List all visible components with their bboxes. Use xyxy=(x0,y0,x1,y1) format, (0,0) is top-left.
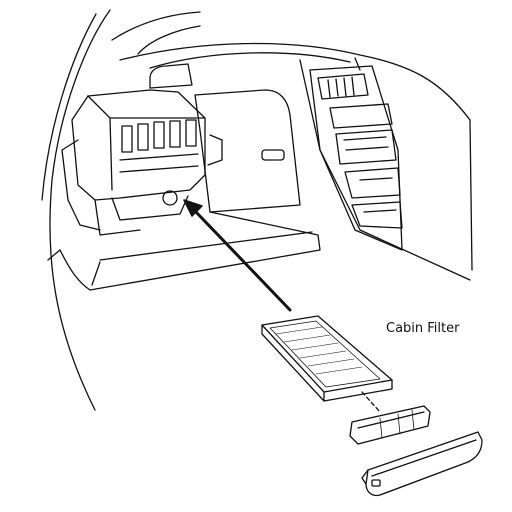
windshield-outline xyxy=(41,9,201,411)
lower-dash xyxy=(47,211,321,291)
alignment-line xyxy=(361,391,381,413)
arrow-icon xyxy=(183,199,292,312)
glove-box-door xyxy=(361,431,483,497)
dashboard xyxy=(119,42,473,281)
glove-box-opening xyxy=(149,63,301,213)
blower-unit xyxy=(61,89,223,236)
cabin-filter-label: Cabin Filter xyxy=(386,321,460,336)
filter-cover xyxy=(349,405,431,445)
cabin-filter xyxy=(261,315,393,402)
center-console xyxy=(309,65,403,251)
